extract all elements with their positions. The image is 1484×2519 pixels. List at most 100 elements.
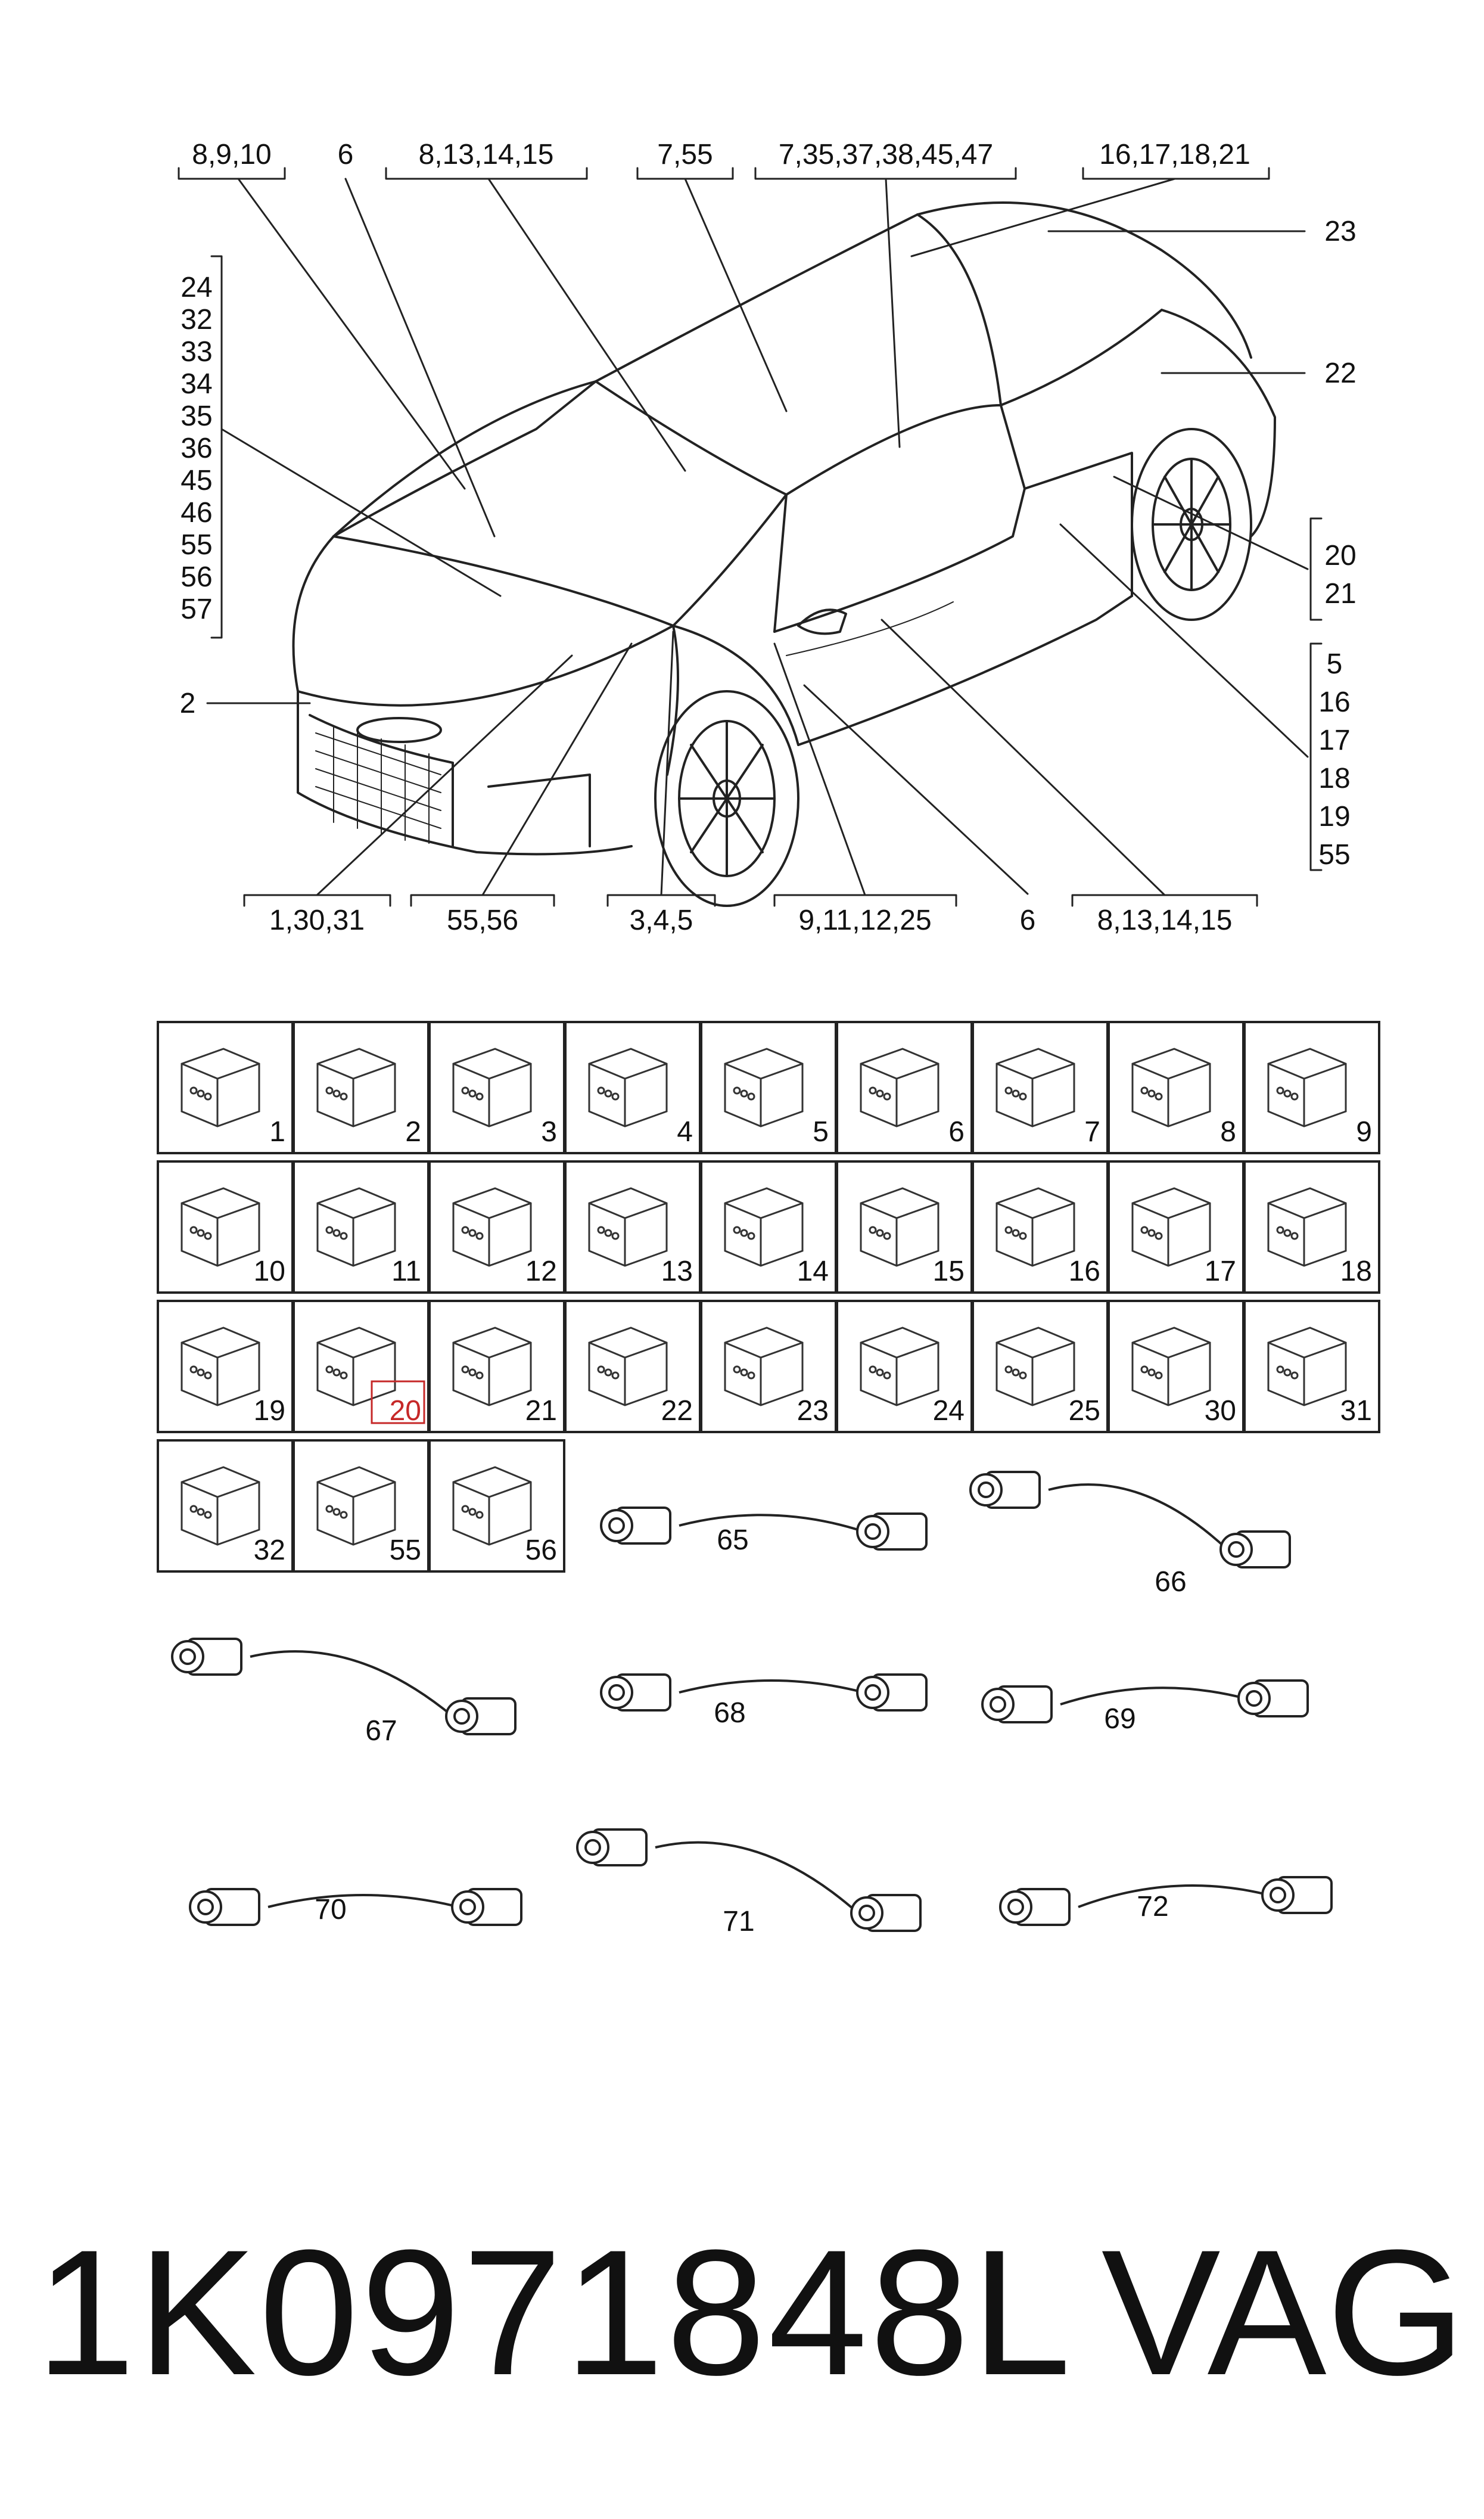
- connector-icon: [181, 1327, 260, 1406]
- harness-connector-icon: [850, 1894, 922, 1932]
- harness-assembly[interactable]: 68: [600, 1673, 928, 1729]
- harness-assembly[interactable]: 72: [999, 1876, 1333, 1926]
- connector-cell[interactable]: 9: [1243, 1021, 1380, 1154]
- connector-icon: [588, 1048, 668, 1128]
- connector-cell[interactable]: 12: [428, 1160, 565, 1294]
- connector-cell[interactable]: 24: [836, 1300, 973, 1433]
- callout-right-label: 21: [1324, 578, 1356, 610]
- connector-number: 16: [1069, 1256, 1100, 1287]
- harness-connector-icon: [576, 1828, 648, 1866]
- callout-top-label: 8,13,14,15: [419, 139, 554, 170]
- connector-icon: [452, 1466, 532, 1546]
- harness-connector-icon: [981, 1685, 1053, 1723]
- connector-icon: [724, 1187, 804, 1267]
- connector-number: 7: [1084, 1116, 1100, 1148]
- harness-connector-icon: [171, 1638, 242, 1676]
- harness-connector-icon: [1261, 1876, 1333, 1914]
- harness-connector-icon: [999, 1888, 1071, 1926]
- connector-cell[interactable]: 20: [293, 1300, 430, 1433]
- connector-cell[interactable]: 56: [428, 1439, 565, 1573]
- harness-label: 69: [1104, 1703, 1135, 1735]
- connector-cell[interactable]: 16: [972, 1160, 1109, 1294]
- connector-cell[interactable]: 55: [293, 1439, 430, 1573]
- harness-connector-icon: [445, 1697, 517, 1735]
- connector-cell[interactable]: 10: [157, 1160, 294, 1294]
- connector-cell[interactable]: 2: [293, 1021, 430, 1154]
- connector-cell[interactable]: 1: [157, 1021, 294, 1154]
- connector-icon: [724, 1327, 804, 1406]
- callout-top-label: 7,55: [657, 139, 713, 170]
- harness-assembly[interactable]: 65: [600, 1507, 928, 1556]
- connector-number: 12: [525, 1256, 557, 1287]
- connector-cell[interactable]: 18: [1243, 1160, 1380, 1294]
- connector-cell[interactable]: 13: [564, 1160, 701, 1294]
- connector-number: 9: [1356, 1116, 1372, 1148]
- connector-cell[interactable]: 17: [1107, 1160, 1245, 1294]
- connector-icon: [1131, 1048, 1211, 1128]
- car-illustration: [292, 201, 1276, 907]
- harness-assembly[interactable]: 71: [576, 1828, 922, 1937]
- callout-left-label: 45: [181, 465, 212, 496]
- callout-bottom-label: 3,4,5: [630, 905, 693, 936]
- connector-cell[interactable]: 15: [836, 1160, 973, 1294]
- connector-cell[interactable]: 25: [972, 1300, 1109, 1433]
- connector-icon: [588, 1327, 668, 1406]
- harness-assembly[interactable]: 70: [189, 1888, 522, 1926]
- callout-left-label: 46: [181, 497, 212, 529]
- callout-top-label: 8,9,10: [192, 139, 271, 170]
- connector-number: 32: [254, 1535, 285, 1566]
- connector-icon: [316, 1187, 396, 1267]
- callout-right-label: 20: [1324, 540, 1356, 571]
- connector-cell[interactable]: 7: [972, 1021, 1109, 1154]
- connector-cell[interactable]: 14: [700, 1160, 837, 1294]
- connector-number: 5: [813, 1116, 829, 1148]
- harness-assembly[interactable]: 67: [171, 1638, 517, 1747]
- harness-wire: [1060, 1686, 1246, 1706]
- highlight-box: [371, 1380, 425, 1424]
- connector-number: 15: [933, 1256, 965, 1287]
- harness-assembly[interactable]: 66: [969, 1471, 1291, 1598]
- callout-left-label: 33: [181, 336, 212, 368]
- leader-lines: [206, 178, 1309, 896]
- connector-icon: [588, 1187, 668, 1267]
- connector-cell[interactable]: 32: [157, 1439, 294, 1573]
- connector-number: 8: [1220, 1116, 1236, 1148]
- callout-brackets: [178, 167, 1323, 907]
- harness-wire: [1078, 1884, 1270, 1908]
- connector-icon: [316, 1466, 396, 1546]
- connector-number: 31: [1340, 1395, 1372, 1427]
- connector-cell[interactable]: 8: [1107, 1021, 1245, 1154]
- callout-bottom-label: 8,13,14,15: [1097, 905, 1233, 936]
- connector-icon: [1131, 1187, 1211, 1267]
- connector-number: 22: [661, 1395, 693, 1427]
- harness-wire: [1048, 1483, 1228, 1551]
- connector-cell[interactable]: 23: [700, 1300, 837, 1433]
- harness-assembly[interactable]: 69: [981, 1679, 1309, 1735]
- connector-cell[interactable]: 30: [1107, 1300, 1245, 1433]
- connector-cell[interactable]: 11: [293, 1160, 430, 1294]
- connector-cell[interactable]: 3: [428, 1021, 565, 1154]
- connector-icon: [995, 1187, 1075, 1267]
- harness-label: 66: [1155, 1566, 1186, 1598]
- connector-cell[interactable]: 21: [428, 1300, 565, 1433]
- connector-cell[interactable]: 19: [157, 1300, 294, 1433]
- connector-number: 20: [390, 1395, 421, 1427]
- connector-icon: [860, 1048, 939, 1128]
- harness-connector-icon: [856, 1512, 928, 1551]
- harness-connector-icon: [189, 1888, 260, 1926]
- connector-icon: [995, 1327, 1075, 1406]
- callout-bottom-label: 1,30,31: [269, 905, 365, 936]
- harness-label: 67: [365, 1715, 397, 1747]
- harness-label: 72: [1137, 1891, 1168, 1922]
- connector-cell[interactable]: 5: [700, 1021, 837, 1154]
- connector-number: 24: [933, 1395, 965, 1427]
- callout-left-label: 35: [181, 400, 212, 432]
- connector-cell[interactable]: 4: [564, 1021, 701, 1154]
- connector-cell[interactable]: 6: [836, 1021, 973, 1154]
- connector-cell[interactable]: 22: [564, 1300, 701, 1433]
- callout-right-label: 19: [1318, 801, 1350, 833]
- callout-left-label: 32: [181, 304, 212, 336]
- connector-cell[interactable]: 31: [1243, 1300, 1380, 1433]
- connector-icon: [1267, 1048, 1347, 1128]
